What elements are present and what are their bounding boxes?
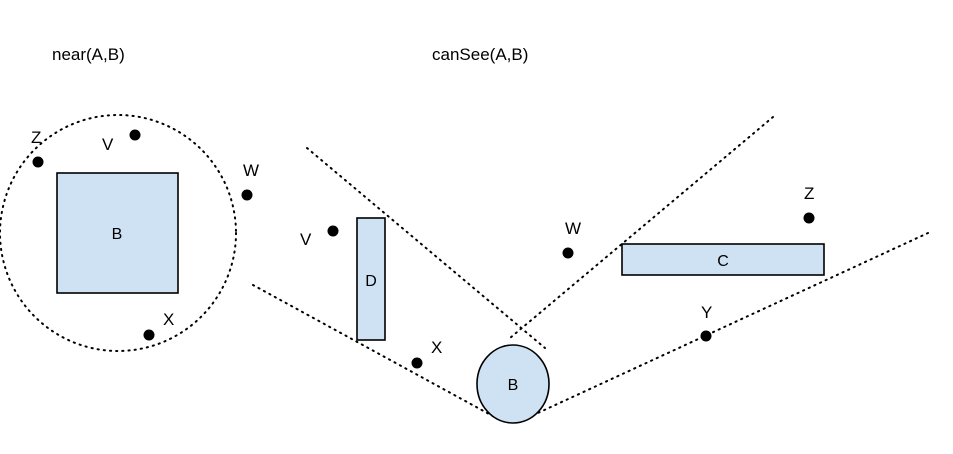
cansee-point-w-label: W [565, 219, 581, 238]
near-point-v [129, 129, 141, 141]
near-point-w [241, 189, 253, 201]
near-point-v-label: V [102, 135, 114, 154]
cansee-point-x-label: X [431, 338, 442, 357]
near-title: near(A,B) [52, 45, 125, 64]
near-point-z-label: Z [31, 128, 41, 147]
occluder-d-label: D [365, 273, 377, 290]
near-object-b-label: B [112, 226, 123, 243]
view-ray-right-lower [526, 232, 929, 419]
cansee-point-v-label: V [300, 230, 312, 249]
cansee-point-y [700, 330, 712, 342]
cansee-point-y-label: Y [701, 303, 712, 322]
cansee-point-x [411, 357, 423, 369]
near-point-x-label: X [163, 310, 174, 329]
observer-b-label: B [508, 377, 519, 394]
cansee-point-z [803, 212, 815, 224]
occluder-c [621, 243, 825, 276]
view-ray-left-upper [306, 147, 546, 349]
cansee-point-z-label: Z [804, 184, 814, 203]
occluder-d [356, 217, 386, 341]
cansee-point-v [327, 225, 339, 237]
cansee-title: canSee(A,B) [432, 45, 528, 64]
near-point-x [143, 329, 155, 341]
near-radius-circle [0, 114, 237, 352]
cansee-panel: canSee(A,B) D C B V X W Z Y [252, 45, 929, 424]
near-point-z [32, 156, 44, 168]
near-point-w-label: W [243, 161, 259, 180]
view-ray-right-upper [509, 116, 774, 339]
occluder-c-label: C [717, 253, 729, 270]
near-object-b [56, 172, 179, 294]
cansee-point-w [562, 247, 574, 259]
observer-b [476, 344, 550, 424]
near-panel: near(A,B) B Z V W X [0, 45, 259, 352]
